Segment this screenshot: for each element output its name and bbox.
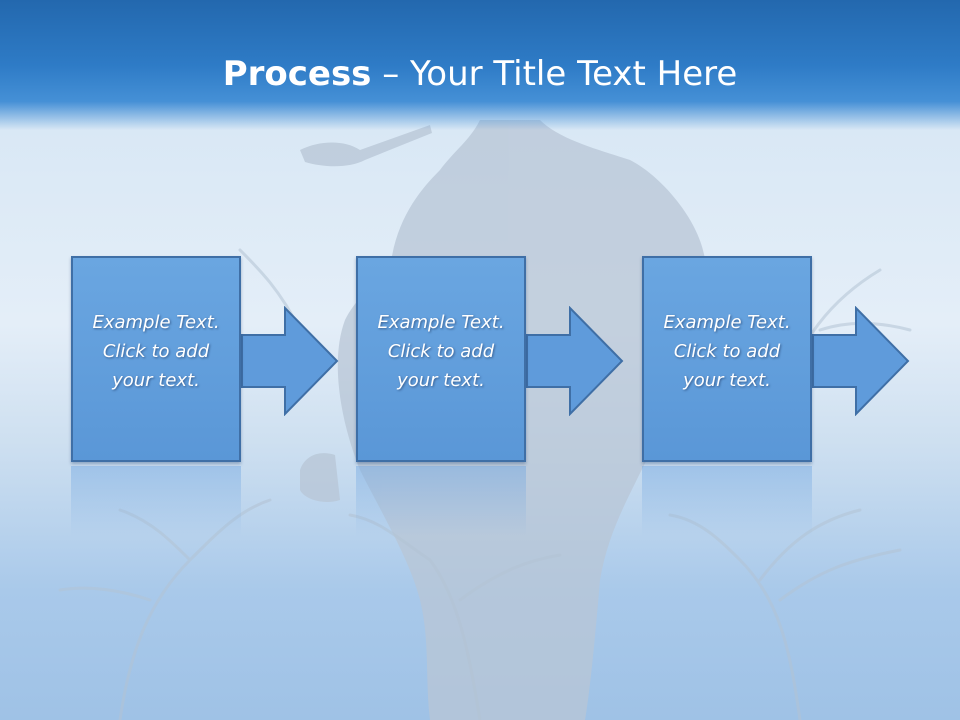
- step-text: Example Text. Click to add your text.: [361, 308, 521, 395]
- arrow-right-icon: [812, 306, 910, 416]
- process-step-box[interactable]: Example Text. Click to add your text.: [356, 256, 526, 462]
- process-step-box[interactable]: Example Text. Click to add your text.: [71, 256, 241, 462]
- step-text-line: your text.: [112, 369, 200, 391]
- step-text: Example Text. Click to add your text.: [647, 308, 807, 395]
- title-bold: Process: [222, 54, 372, 94]
- step-text-line: Example Text.: [92, 311, 220, 333]
- step-reflection: [356, 466, 526, 536]
- step-reflection: [71, 466, 241, 536]
- arrow-right-icon: [526, 306, 624, 416]
- title-band: [0, 0, 960, 130]
- step-text-line: your text.: [683, 369, 771, 391]
- slide-title[interactable]: Process – Your Title Text Here: [0, 52, 960, 96]
- step-text-line: Click to add: [387, 340, 495, 362]
- step-text-line: Example Text.: [663, 311, 791, 333]
- step-text-line: Example Text.: [377, 311, 505, 333]
- step-text-line: Click to add: [102, 340, 210, 362]
- title-rest: – Your Title Text Here: [371, 54, 738, 94]
- arrow-right-icon: [241, 306, 339, 416]
- step-text-line: your text.: [397, 369, 485, 391]
- step-reflection: [642, 466, 812, 536]
- process-step-box[interactable]: Example Text. Click to add your text.: [642, 256, 812, 462]
- step-text-line: Click to add: [673, 340, 781, 362]
- step-text: Example Text. Click to add your text.: [76, 308, 236, 395]
